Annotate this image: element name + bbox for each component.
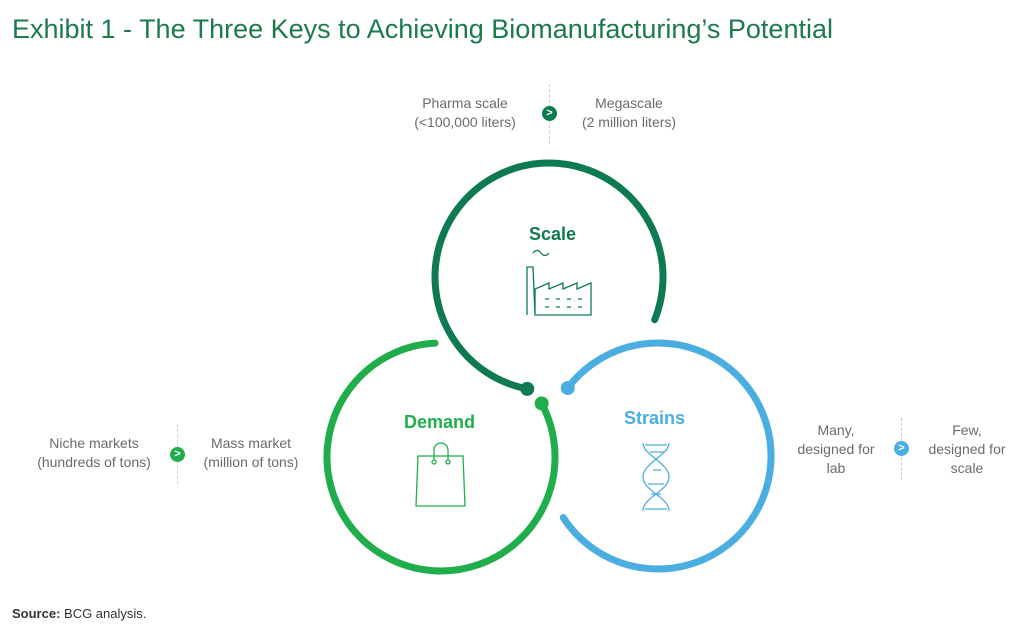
chevron-right-icon: > xyxy=(170,447,185,462)
scale-arc-end-dot xyxy=(520,381,535,396)
strains-heading: Strains xyxy=(624,408,686,428)
shopping-bag-icon xyxy=(415,442,466,507)
demand-arc-end-dot xyxy=(534,396,549,411)
text: Niche markets xyxy=(49,435,139,451)
dna-icon xyxy=(642,442,670,512)
text: lab xyxy=(826,460,846,476)
source-label: Source: xyxy=(12,606,61,621)
text: Mass market xyxy=(210,435,292,451)
source-note: Source: BCG analysis. xyxy=(12,606,146,621)
exhibit-title: Exhibit 1 - The Three Keys to Achieving … xyxy=(12,14,833,44)
source-text: BCG analysis. xyxy=(60,606,147,621)
text: designed for xyxy=(797,441,875,457)
text: (hundreds of tons) xyxy=(37,454,151,470)
text: (2 million liters) xyxy=(581,114,677,130)
factory-icon xyxy=(526,249,592,316)
strains-from-label: Many, designed for lab xyxy=(786,421,886,478)
scale-from-label: Pharma scale (<100,000 liters) xyxy=(405,94,525,132)
demand-from-label: Niche markets (hundreds of tons) xyxy=(26,434,162,472)
text: Megascale xyxy=(595,95,663,111)
chevron-right-icon: > xyxy=(542,106,557,121)
strains-arc-end-dot xyxy=(560,380,575,395)
text: (million of tons) xyxy=(203,454,299,470)
strains-arc xyxy=(559,339,775,573)
scale-heading: Scale xyxy=(529,224,577,244)
text: designed for xyxy=(928,441,1006,457)
chevron-right-icon: > xyxy=(894,441,909,456)
text: Few, xyxy=(952,422,982,438)
text: scale xyxy=(950,460,984,476)
demand-to-label: Mass market (million of tons) xyxy=(192,434,310,472)
scale-to-label: Megascale (2 million liters) xyxy=(570,94,688,132)
scale-arc xyxy=(431,159,667,393)
text: (<100,000 liters) xyxy=(414,114,516,130)
text: Many, xyxy=(817,422,855,438)
demand-heading: Demand xyxy=(404,412,476,432)
strains-to-label: Few, designed for scale xyxy=(917,421,1017,478)
demand-arc xyxy=(323,339,559,575)
text: Pharma scale xyxy=(422,95,508,111)
